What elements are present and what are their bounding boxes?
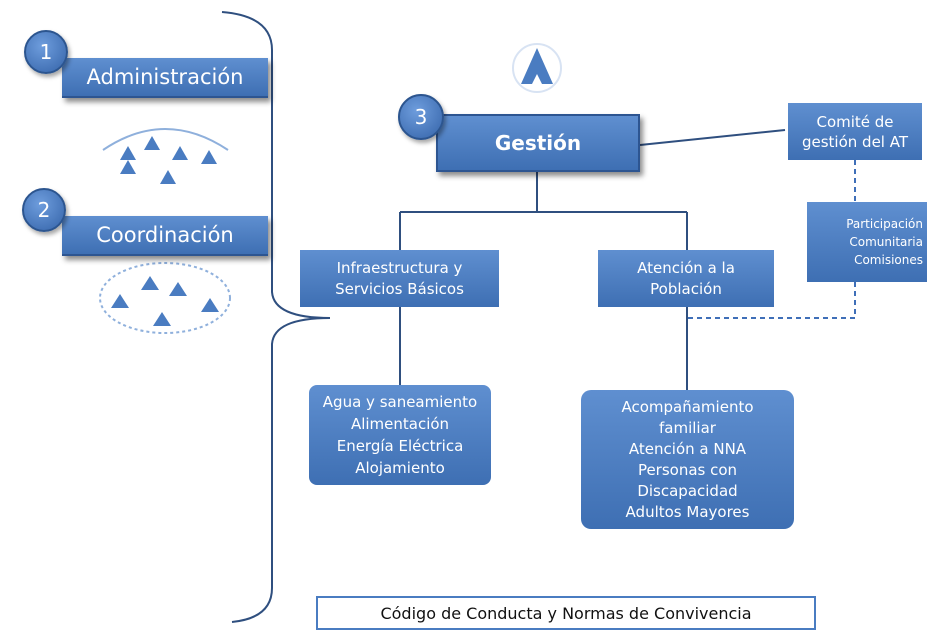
comite-line-2: gestión del AT xyxy=(801,132,908,151)
participacion-box: Participación Comunitaria Comisiones xyxy=(807,202,927,282)
comite-box: Comité de gestión del AT xyxy=(788,103,922,160)
atencion-item-2: familiar xyxy=(659,418,716,437)
coordinacion-box: Coordinación xyxy=(62,216,268,256)
tent-group-icon xyxy=(102,128,229,184)
gestion-label: Gestión xyxy=(494,131,582,155)
codigo-conducta-label: Código de Conducta y Normas de Convivenc… xyxy=(380,603,752,623)
infra-item-4: Alojamiento xyxy=(355,459,445,477)
number-badge-1: 1 xyxy=(24,30,68,74)
tent-icon xyxy=(512,43,562,93)
infra-line-1: Infraestructura y xyxy=(336,258,463,277)
coordinacion-label: Coordinación xyxy=(96,223,234,247)
administracion-box: Administración xyxy=(62,58,268,98)
gestion-comite-line xyxy=(639,129,786,146)
atencion-item-6: Adultos Mayores xyxy=(625,502,750,521)
atencion-items-box: Acompañamiento familiar Atención a NNA P… xyxy=(581,390,794,529)
participacion-line-3: Comisiones xyxy=(854,253,923,267)
atencion-line-2: Población xyxy=(650,279,722,298)
infra-item-3: Energía Eléctrica xyxy=(336,437,464,455)
atencion-item-1: Acompañamiento xyxy=(621,397,754,416)
atencion-item-4: Personas con xyxy=(637,460,738,479)
bracket xyxy=(221,11,331,623)
participacion-line-2: Comunitaria xyxy=(849,235,923,249)
number-badge-3: 3 xyxy=(398,94,444,140)
gestion-box: Gestión xyxy=(436,114,640,172)
atencion-item-3: Atención a NNA xyxy=(628,439,747,458)
codigo-conducta-box: Código de Conducta y Normas de Convivenc… xyxy=(316,596,816,630)
infra-line-2: Servicios Básicos xyxy=(335,279,464,298)
participacion-line-1: Participación xyxy=(846,217,923,231)
tent-circle-icon xyxy=(99,262,231,334)
infra-item-2: Alimentación xyxy=(350,415,450,433)
atencion-item-5: Discapacidad xyxy=(637,481,738,500)
atencion-box: Atención a la Población xyxy=(598,250,774,307)
atencion-line-1: Atención a la xyxy=(637,258,735,277)
administracion-label: Administración xyxy=(86,65,244,89)
number-badge-2: 2 xyxy=(22,188,66,232)
participacion-atencion-dashed xyxy=(687,282,856,319)
infra-item-1: Agua y saneamiento xyxy=(322,393,478,411)
infraestructura-box: Infraestructura y Servicios Básicos xyxy=(300,250,499,307)
infra-items-box: Agua y saneamiento Alimentación Energía … xyxy=(309,385,491,485)
comite-line-1: Comité de xyxy=(816,112,894,131)
